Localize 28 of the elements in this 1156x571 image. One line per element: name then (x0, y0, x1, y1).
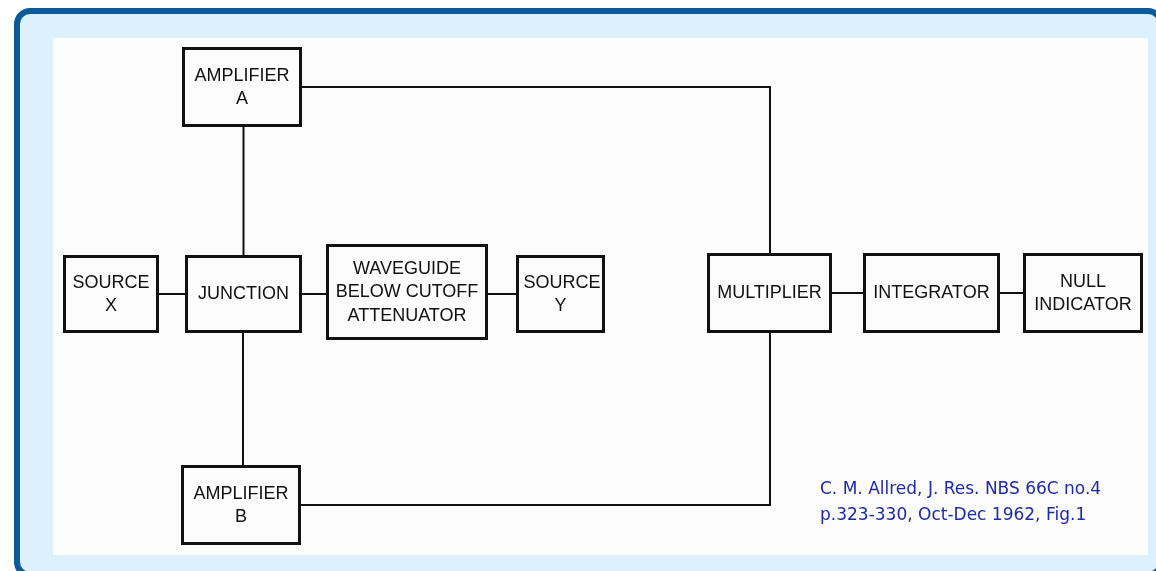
block-label: AMPLIFIER B (192, 481, 290, 528)
connector-line (300, 332, 771, 506)
block-box (707, 253, 832, 333)
connector-line (301, 293, 327, 295)
block-box (182, 47, 302, 127)
block-label: WAVEGUIDE BELOW CUTOFF ATTENUATOR (334, 256, 480, 327)
block-box (516, 255, 605, 333)
block-label: AMPLIFIER A (193, 63, 291, 110)
block-box (63, 255, 159, 333)
block-label: SOURCE Y (523, 270, 598, 317)
block-box (1023, 253, 1143, 333)
connector-line (242, 126, 245, 256)
connector-line (999, 292, 1024, 294)
block-box (181, 465, 301, 545)
citation-caption: C. M. Allred, J. Res. NBS 66C no.4 p.323-330, Oct-Dec 1962, Fig.1 (820, 477, 1103, 526)
connector-line (301, 86, 771, 254)
connector-line (831, 292, 864, 294)
block-label: NULL INDICATOR (1033, 269, 1133, 316)
block-label: INTEGRATOR (873, 281, 990, 305)
connector-line (242, 332, 244, 466)
block-label: MULTIPLIER (717, 281, 822, 305)
connector-line (158, 293, 186, 295)
block-label: SOURCE X (72, 270, 150, 317)
block-box (326, 244, 488, 340)
connector-line (487, 293, 517, 295)
block-box (863, 253, 1000, 333)
block-label: JUNCTION (198, 282, 289, 306)
block-box (185, 255, 302, 333)
